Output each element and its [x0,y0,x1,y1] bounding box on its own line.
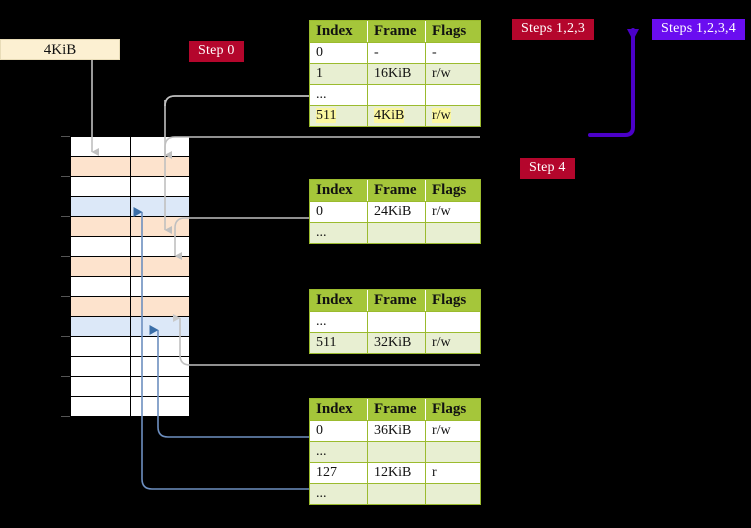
highlighted-value: 511 [316,108,337,123]
column-header-index: Index [310,290,368,311]
page-table-cell: 0 [310,201,368,222]
memory-scale-tick [61,416,70,417]
page-table-cell: 0 [310,420,368,441]
page-table-cell: r/w [426,420,480,441]
page-table-cell: 511 [310,332,368,353]
page-table-cell [426,483,480,504]
page-table-row[interactable]: ... [310,222,480,243]
memory-scale-tick [61,376,70,377]
badge-step-0: Step 0 [189,41,244,62]
badge-step-0-text: Step 0 [198,43,235,58]
page-table-cell: r/w [426,332,480,353]
column-header-index: Index [310,21,368,42]
page-table-cell: - [368,42,426,63]
page-table-cell: - [426,42,480,63]
highlighted-value: 4KiB [374,108,405,123]
page-table-cell [426,84,480,105]
page-table-row[interactable]: 511 4KiB r/w [310,105,480,126]
column-header-index: Index [310,180,368,201]
page-table-cell: 127 [310,462,368,483]
page-table-cell: 36KiB [368,420,426,441]
page-table-cell: 16KiB [368,63,426,84]
page-table-row[interactable]: ... [310,441,480,462]
page-table-cell: 4KiB [368,105,426,126]
badge-steps-1-2-3-4: Steps 1,2,3,4 [652,19,745,40]
page-table-cell [426,441,480,462]
page-table-cell: 1 [310,63,368,84]
page-table-cell: 24KiB [368,201,426,222]
page-table-cell: 511 [310,105,368,126]
column-header-flags: Flags [432,23,467,39]
column-header-flags: Flags [432,401,467,417]
page-table-cell: ... [310,311,368,332]
page-table-cell: ... [310,84,368,105]
page-table-cell: 12KiB [368,462,426,483]
memory-scale-tick [61,296,70,297]
badge-steps-1-2-3: Steps 1,2,3 [512,19,595,40]
badge-step-4: Step 4 [520,158,575,179]
page-table-cell: r/w [426,105,480,126]
memory-scale-tick [61,256,70,257]
page-table-cell: 0 [310,42,368,63]
memory-scale-tick [61,216,70,217]
highlighted-value: r/w [432,108,451,123]
memory-scale-tick [61,136,70,137]
page-table-cell: 32KiB [368,332,426,353]
memory-scale-tick [61,176,70,177]
page-table-cell [368,311,426,332]
page-table-cell [426,222,480,243]
page-table-cell [368,84,426,105]
column-header-flags: Flags [432,292,467,308]
badge-steps-1-2-3-text: Steps 1,2,3 [521,21,586,36]
page-table-row[interactable]: 0-- [310,42,480,63]
frame-size-label-text: 4KiB [43,42,77,58]
page-table-cell: r/w [426,63,480,84]
page-table-cell: ... [310,441,368,462]
page-table-cell [426,311,480,332]
memory-scale-tick [61,336,70,337]
page-table-cell [368,483,426,504]
page-table-row[interactable]: ... [310,483,480,504]
page-table-cell: ... [310,483,368,504]
page-table-cell: r/w [426,201,480,222]
column-header-index: Index [310,399,368,420]
page-table-row[interactable]: ... [310,311,480,332]
column-header-frame: Frame [368,180,426,201]
page-table-cell: r [426,462,480,483]
page-table-row[interactable]: ... [310,84,480,105]
column-header-flags: Flags [432,182,467,198]
physical-memory-column [70,136,190,417]
page-table-cell: ... [310,222,368,243]
page-table-cell [368,222,426,243]
page-table-cell [368,441,426,462]
badge-step-4-text: Step 4 [529,160,566,175]
badge-steps-1-2-3-4-text: Steps 1,2,3,4 [661,21,736,36]
column-header-frame: Frame [368,290,426,311]
frame-size-label-box: 4KiB [0,39,120,60]
column-header-frame: Frame [368,21,426,42]
column-header-frame: Frame [368,399,426,420]
memory-column-divider [130,136,131,416]
